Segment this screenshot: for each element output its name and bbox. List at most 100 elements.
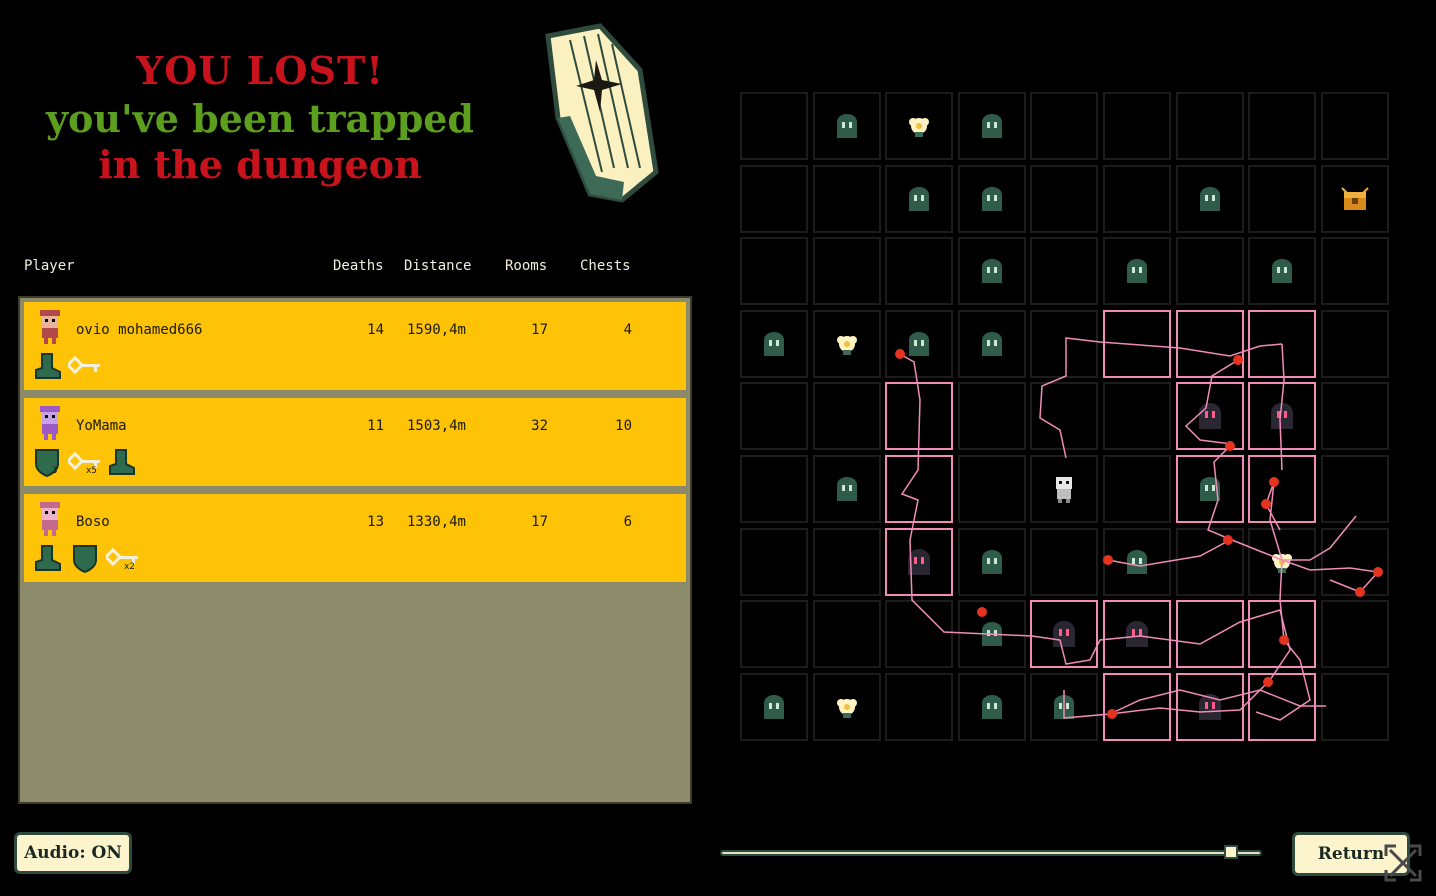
ghost-icon <box>1122 619 1152 649</box>
ghost-icon <box>1195 401 1225 431</box>
flower-icon <box>833 693 861 721</box>
map-room <box>1175 237 1244 306</box>
map-room <box>1320 92 1389 160</box>
ghost-icon <box>904 547 934 577</box>
map-room <box>740 455 808 523</box>
item-count: x5 <box>86 466 97 476</box>
slime-icon <box>978 112 1006 140</box>
slime-icon <box>1123 257 1151 285</box>
map-room <box>957 92 1026 160</box>
player-avatar-icon <box>40 502 60 536</box>
scoreboard-panel: ovio mohamed666 14 1590,4m 17 4 YoMama 1… <box>18 296 692 804</box>
ghost-icon <box>1195 692 1225 722</box>
slime-icon <box>1196 185 1224 213</box>
slime-icon <box>1050 693 1078 721</box>
shield-icon <box>73 545 97 574</box>
map-room <box>1103 309 1171 378</box>
key-icon <box>68 451 100 471</box>
map-room <box>1320 382 1389 451</box>
map-room <box>957 672 1026 741</box>
header-rooms: Rooms <box>505 258 548 274</box>
map-room <box>957 309 1026 378</box>
replay-slider-thumb[interactable] <box>1224 845 1239 859</box>
title-dungeon: in the dungeon <box>98 142 422 187</box>
slime-icon <box>978 185 1006 213</box>
header-player: Player <box>24 258 75 274</box>
map-room <box>1030 672 1099 741</box>
map-room <box>1175 527 1244 596</box>
map-room <box>957 600 1026 669</box>
map-room <box>1320 527 1389 596</box>
map-room <box>1248 237 1317 306</box>
map-room <box>885 164 954 233</box>
return-button[interactable]: Return <box>1292 832 1410 876</box>
map-room <box>885 309 954 378</box>
table-row: YoMama 11 1503,4m 32 10 3 x5 <box>24 398 686 486</box>
deaths-value: 11 <box>367 418 384 434</box>
map-room <box>1320 309 1389 378</box>
rooms-value: 32 <box>531 418 548 434</box>
boot-icon <box>35 545 61 571</box>
player-name: ovio mohamed666 <box>76 322 203 338</box>
map-room <box>1320 455 1389 523</box>
map-room <box>1103 600 1171 669</box>
map-room <box>1030 164 1099 233</box>
player-name: Boso <box>76 514 110 530</box>
slime-icon <box>1123 548 1151 576</box>
map-room <box>1103 672 1171 741</box>
map-room <box>812 600 881 669</box>
table-row: Boso 13 1330,4m 17 6 x2 <box>24 494 686 582</box>
map-room <box>1175 672 1244 741</box>
map-room <box>1320 672 1389 741</box>
flower-icon <box>833 330 861 358</box>
player-avatar-icon <box>40 406 60 440</box>
map-room <box>740 527 808 596</box>
distance-value: 1590,4m <box>406 322 466 338</box>
map-room <box>885 237 954 306</box>
audio-toggle-button[interactable]: Audio: ON <box>14 832 132 874</box>
map-room <box>1320 164 1389 233</box>
boot-icon <box>35 353 61 379</box>
table-row: ovio mohamed666 14 1590,4m 17 4 <box>24 302 686 390</box>
map-room <box>1030 382 1099 451</box>
map-room <box>740 672 808 741</box>
rooms-value: 17 <box>531 322 548 338</box>
slime-icon <box>978 620 1006 648</box>
fullscreen-icon[interactable] <box>1382 842 1424 884</box>
map-room <box>1175 92 1244 160</box>
map-room <box>1320 237 1389 306</box>
map-room <box>1248 309 1317 378</box>
slime-icon <box>978 548 1006 576</box>
header-chests: Chests <box>580 258 631 274</box>
map-room <box>740 382 808 451</box>
map-room <box>740 164 808 233</box>
map-room <box>1103 527 1171 596</box>
map-room <box>1320 600 1389 669</box>
map-room <box>1030 237 1099 306</box>
deaths-value: 13 <box>367 514 384 530</box>
shield-icon <box>35 449 59 478</box>
map-room <box>1103 164 1171 233</box>
map-room <box>885 527 954 596</box>
flower-icon <box>905 112 933 140</box>
replay-slider[interactable] <box>720 850 1262 856</box>
slime-icon <box>905 185 933 213</box>
chest-icon <box>1340 184 1370 214</box>
map-room <box>1175 455 1244 523</box>
map-room <box>812 309 881 378</box>
map-room <box>812 382 881 451</box>
title-trapped: you've been trapped <box>45 96 475 141</box>
map-room <box>1248 164 1317 233</box>
slime-icon <box>978 257 1006 285</box>
flower-icon <box>1268 548 1296 576</box>
map-room <box>957 455 1026 523</box>
map-room <box>740 309 808 378</box>
slime-icon <box>833 475 861 503</box>
map-room <box>740 92 808 160</box>
map-room <box>885 92 954 160</box>
map-room <box>1175 382 1244 451</box>
title-lost: YOU LOST! <box>136 48 384 93</box>
map-room <box>957 237 1026 306</box>
deaths-value: 14 <box>367 322 384 338</box>
map-room <box>1175 309 1244 378</box>
